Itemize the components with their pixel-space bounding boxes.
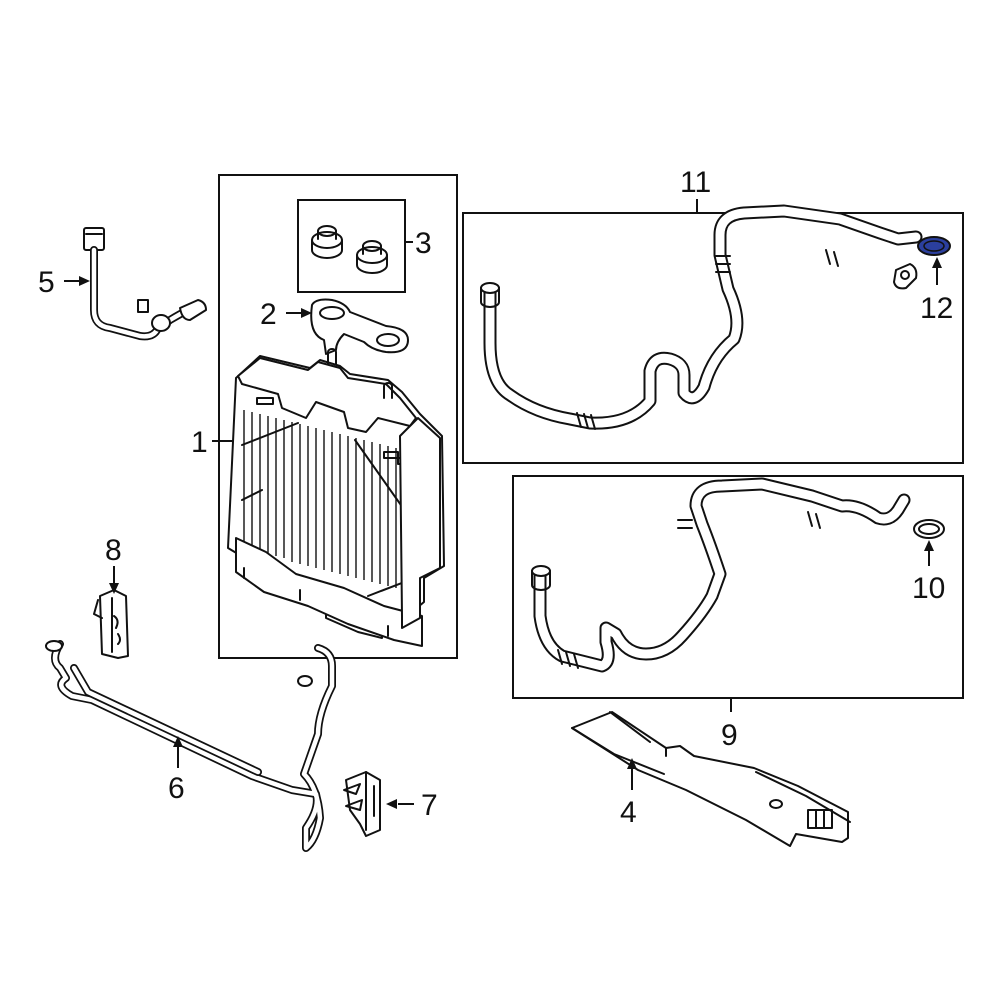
callout-4: 4 xyxy=(620,796,637,829)
hose-clip[interactable] xyxy=(93,589,129,659)
lower-hose-group-frame xyxy=(512,475,964,699)
line-clip[interactable] xyxy=(343,771,381,837)
air-duct[interactable] xyxy=(571,711,851,847)
radiator[interactable] xyxy=(227,348,445,647)
callout-12: 12 xyxy=(920,292,953,325)
cooler-line[interactable] xyxy=(45,640,336,852)
rubber-mount-b[interactable] xyxy=(356,240,388,274)
rubber-mount-a[interactable] xyxy=(311,225,343,259)
callout-6: 6 xyxy=(168,772,185,805)
arrow-2 xyxy=(301,308,312,318)
arrow-7 xyxy=(386,799,397,809)
arrow-8 xyxy=(109,583,119,594)
callout-11: 11 xyxy=(680,166,711,199)
radiator-bracket[interactable] xyxy=(310,298,409,355)
upper-oil-cooler-hose[interactable] xyxy=(480,204,923,430)
callout-7: 7 xyxy=(421,789,438,822)
o-ring-seal-highlighted[interactable] xyxy=(917,236,951,256)
temp-sensor-harness[interactable] xyxy=(83,227,207,341)
callout-5: 5 xyxy=(38,266,55,299)
callout-2: 2 xyxy=(260,298,277,331)
lower-oil-cooler-hose[interactable] xyxy=(531,477,911,673)
arrow-6 xyxy=(173,736,183,747)
radiator-group-frame xyxy=(218,174,458,659)
callout-10: 10 xyxy=(912,572,945,605)
callout-9: 9 xyxy=(721,719,738,752)
o-ring-seal[interactable] xyxy=(913,519,945,539)
mount-group-frame xyxy=(297,199,406,293)
arrow-10 xyxy=(924,540,934,551)
arrow-12 xyxy=(932,257,942,268)
callout-1: 1 xyxy=(191,426,208,459)
callout-8: 8 xyxy=(105,534,122,567)
arrow-4 xyxy=(627,758,637,769)
arrow-5 xyxy=(79,276,90,286)
upper-hose-group-frame xyxy=(462,212,964,464)
callout-3: 3 xyxy=(415,227,432,260)
